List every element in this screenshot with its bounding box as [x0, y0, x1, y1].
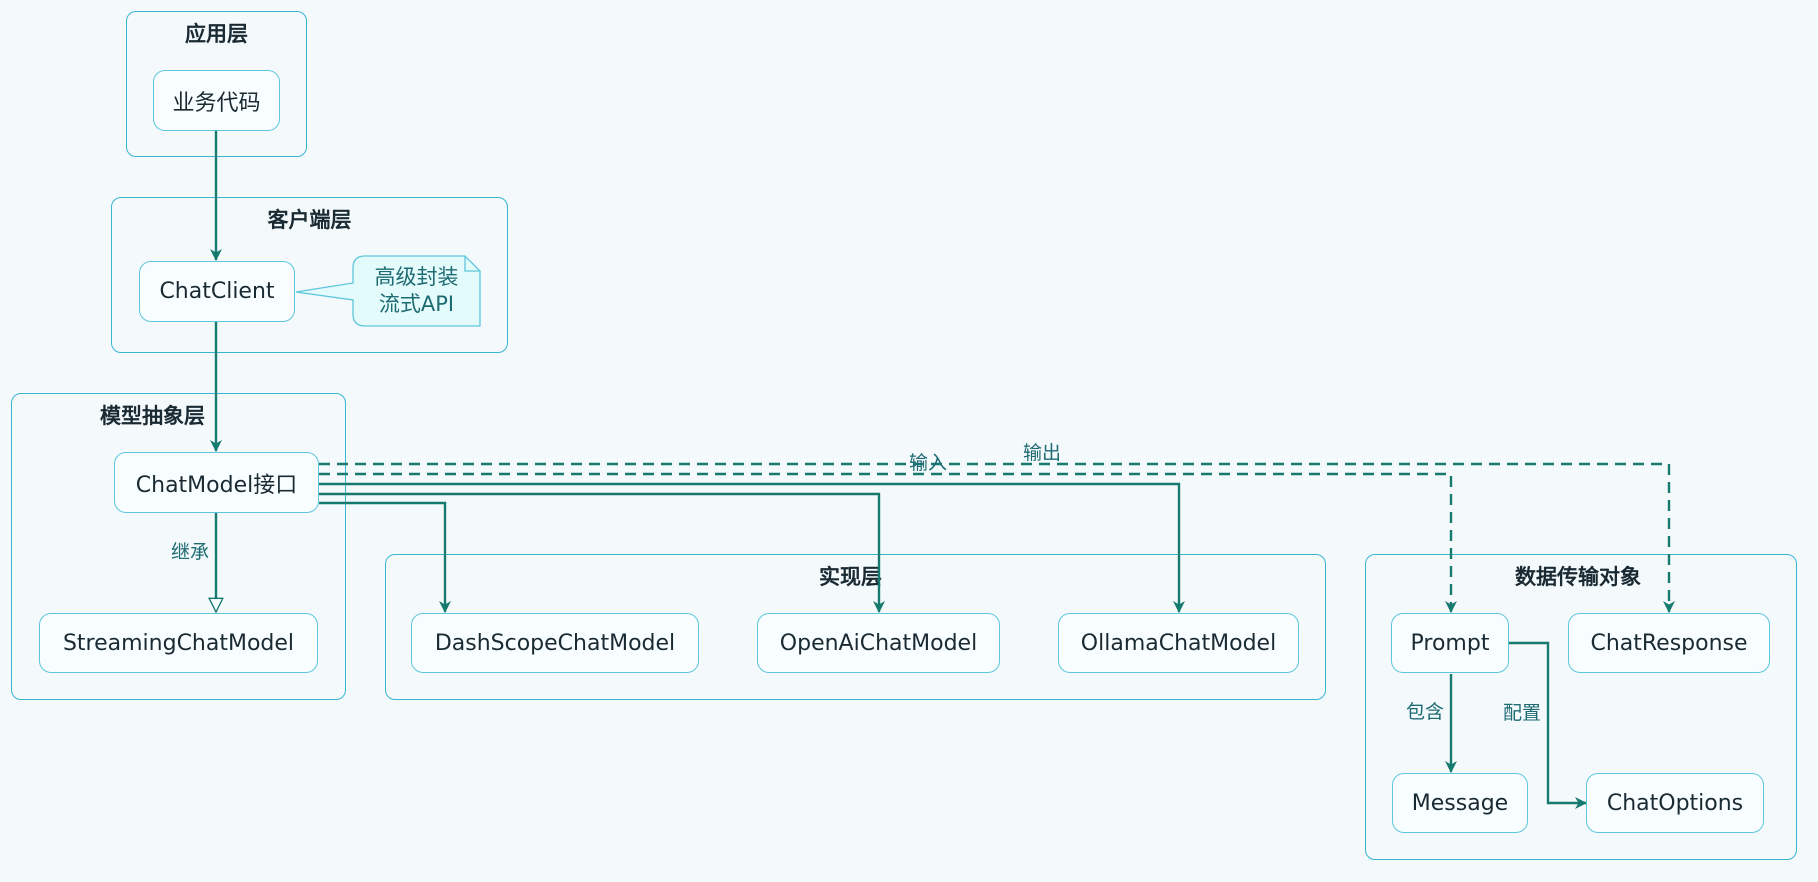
edge-label-output: 输出: [1023, 442, 1062, 464]
node-openai-chatmodel: OpenAiChatModel: [757, 613, 1000, 673]
edge-label-contains: 包含: [1406, 701, 1445, 723]
edge-chatmodel-to-openai: [319, 492, 885, 613]
node-chatclient: ChatClient: [139, 261, 295, 322]
group-title: 应用层: [185, 22, 248, 46]
node-prompt: Prompt: [1391, 613, 1509, 673]
node-chatresponse: ChatResponse: [1568, 613, 1770, 673]
edge-label-input: 输入: [909, 452, 948, 474]
group-title: 客户端层: [267, 208, 352, 232]
group-title: 数据传输对象: [1515, 565, 1641, 589]
group-title: 模型抽象层: [100, 404, 205, 428]
node-streaming-chatmodel: StreamingChatModel: [39, 613, 318, 673]
note-line-2: 流式API: [378, 292, 455, 316]
node-business-code: 业务代码: [153, 70, 280, 131]
note-fold: [464, 256, 480, 272]
note-callout-shape: [295, 255, 481, 327]
edge-prompt-to-chatoptions: [1509, 641, 1587, 809]
group-title: 实现层: [819, 565, 882, 589]
node-message: Message: [1392, 773, 1528, 833]
edge-output-to-chatresponse: [319, 462, 1675, 613]
edge-chatmodel-to-ollama: [319, 482, 1185, 613]
node-chatoptions: ChatOptions: [1586, 773, 1764, 833]
edge-input-to-prompt: [319, 472, 1457, 613]
note-line-1: 高级封装: [374, 265, 459, 289]
edge-label-configure: 配置: [1503, 702, 1542, 724]
node-ollama-chatmodel: OllamaChatModel: [1058, 613, 1299, 673]
edge-label-inherit: 继承: [171, 541, 210, 563]
note-chatclient: 高级封装 流式API: [353, 256, 480, 326]
node-chatmodel-interface: ChatModel接口: [114, 452, 319, 513]
node-dashscope-chatmodel: DashScopeChatModel: [411, 613, 699, 673]
edge-chatmodel-to-dashscope: [319, 501, 451, 613]
